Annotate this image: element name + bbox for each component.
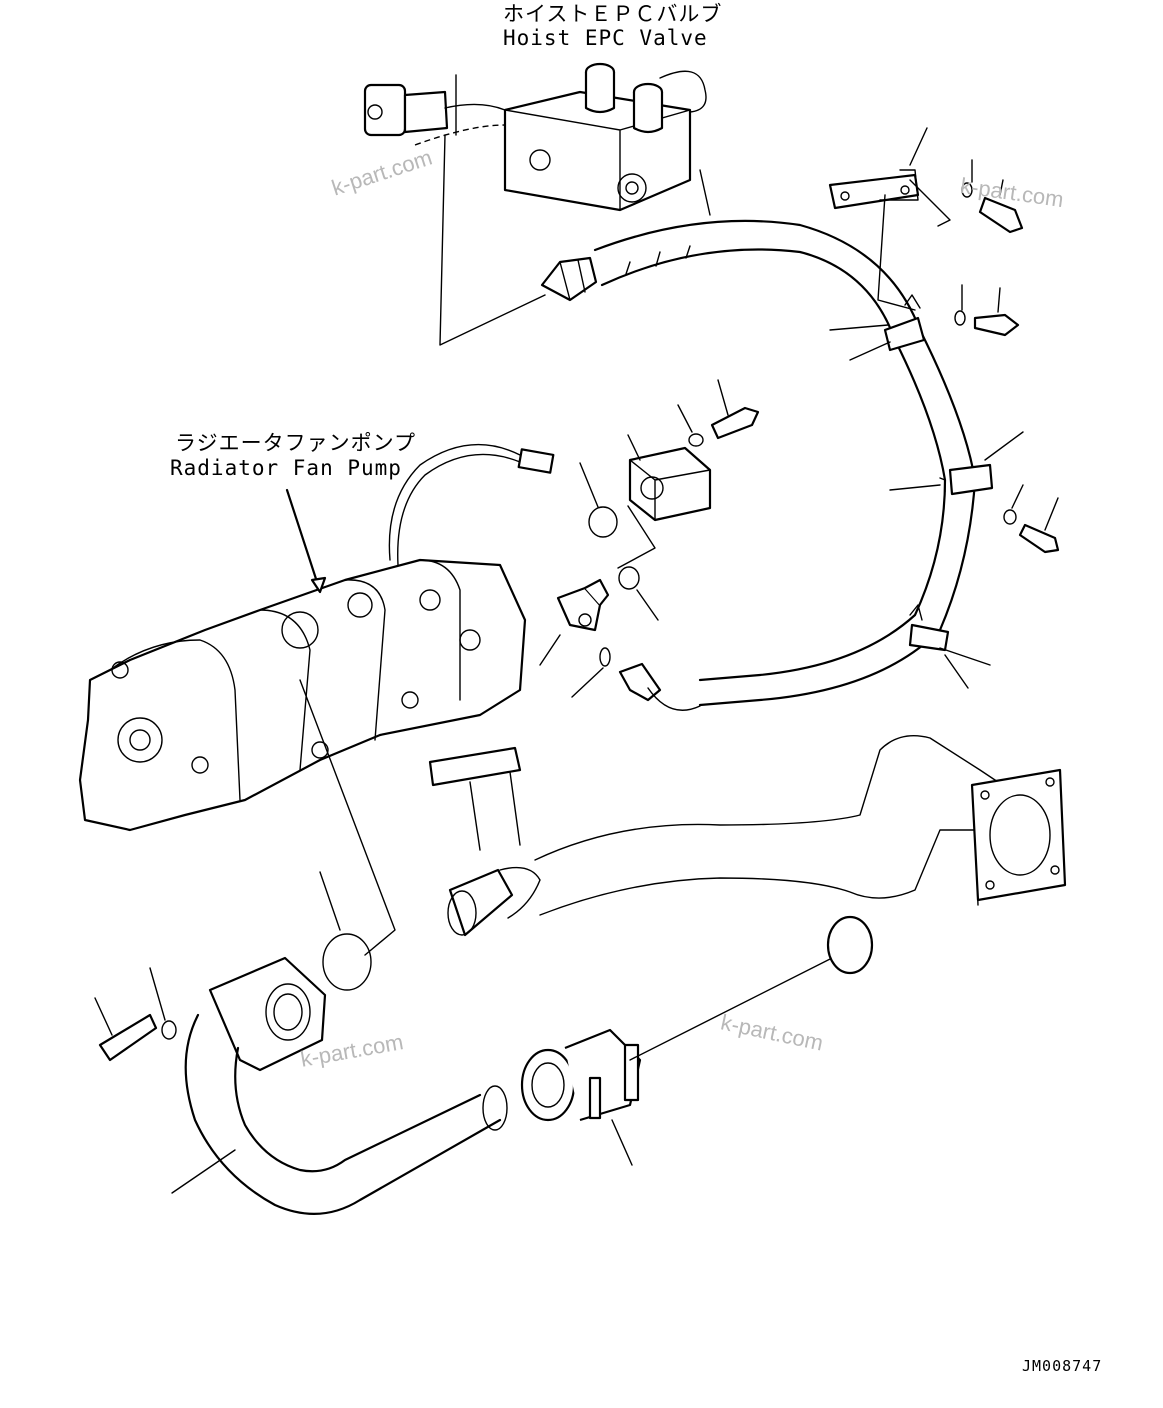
fitting-leaders	[539, 505, 656, 666]
suction-hose-leader	[171, 1149, 236, 1194]
elbow-fitting	[556, 578, 610, 632]
radiator-fan-pump	[78, 443, 555, 832]
hydraulic-hose	[540, 219, 977, 711]
o-ring-large	[322, 933, 372, 991]
pump-leader	[299, 679, 396, 956]
pump-arrow	[285, 488, 320, 587]
hose-leader	[699, 169, 711, 216]
hose-clamp	[520, 1028, 642, 1122]
bottom-bolt-washer	[94, 967, 177, 1062]
suction-pipe	[428, 735, 1067, 937]
pipe-end	[826, 915, 874, 975]
hoist-epc-valve-label-en: Hoist EPC Valve	[503, 26, 708, 50]
radiator-fan-pump-label-en: Radiator Fan Pump	[170, 456, 402, 480]
clamp-leaders	[829, 324, 1024, 689]
drawing-code: JM008747	[1022, 1357, 1103, 1375]
clamp-leader-lines	[611, 954, 839, 1166]
pump-arrow-head	[310, 576, 327, 594]
hoist-epc-valve-label-jp: ホイストＥＰＣバルブ	[503, 2, 723, 26]
radiator-fan-pump-label-jp: ラジエータファンポンプ	[175, 431, 416, 455]
bracket-leaders	[877, 127, 951, 311]
hose-clamps	[883, 294, 994, 652]
flange-leader	[627, 434, 641, 461]
suction-hose	[184, 956, 508, 1215]
oring-leader	[319, 871, 341, 931]
bracket	[828, 169, 920, 210]
hoist-epc-valve	[363, 62, 707, 212]
o-rings	[571, 462, 659, 698]
epc-leader-line	[439, 74, 546, 346]
bolts-washers	[677, 159, 1060, 554]
split-flange	[628, 446, 712, 522]
